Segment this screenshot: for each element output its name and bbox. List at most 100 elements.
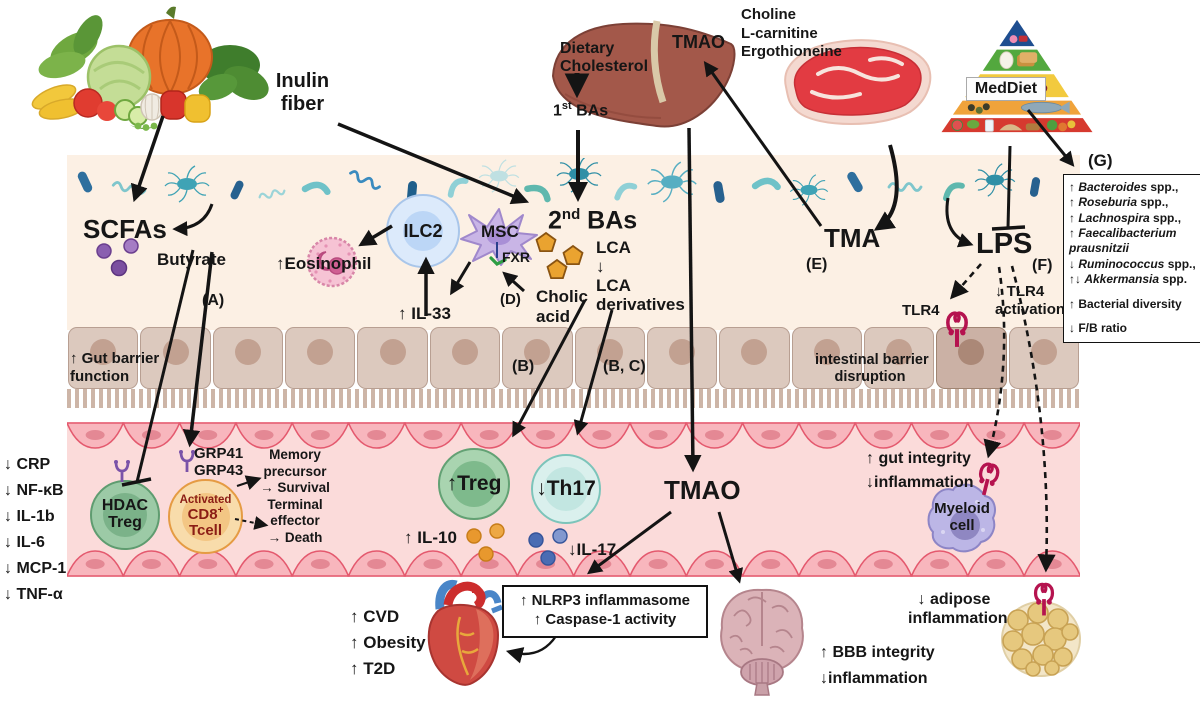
bacterium-icon: [789, 174, 829, 206]
vegetables-icon: [31, 6, 269, 131]
label-b: (B): [512, 358, 535, 375]
bacterium-icon: [751, 177, 781, 191]
gut-integrity-label: ↑ gut integrity: [866, 450, 971, 467]
label-d: (D): [500, 291, 521, 308]
grp-receptor-icon: [114, 460, 130, 482]
primary-bas-label: 1st BAs: [553, 100, 609, 120]
lps-label: LPS: [976, 228, 1033, 260]
il10-label: ↑ IL-10: [404, 528, 457, 547]
bile-acid-pentagons-icon: [535, 231, 584, 280]
butyrate-label: Butyrate: [157, 250, 226, 269]
heart-outcomes-list: ↑ CVD↑ Obesity↑ T2D: [350, 607, 426, 678]
bacterium-icon: [349, 170, 381, 190]
epithelial-cell: [357, 327, 428, 389]
msc-cell-icon: [460, 208, 538, 266]
endothelium-bottom-row-icon: [67, 550, 1080, 577]
label-a: (A): [202, 292, 225, 309]
epithelial-cell: [502, 327, 573, 389]
heart-icon: [427, 579, 503, 686]
il33-label: ↑ IL-33: [398, 304, 451, 323]
bacterium-icon: [847, 171, 863, 193]
bacterium-icon: [258, 189, 286, 199]
blood-tmao-label: TMAO: [664, 475, 741, 505]
epithelial-cell: [285, 327, 356, 389]
bacterium-icon: [230, 180, 244, 200]
hdac-label-line2: Treg: [108, 514, 142, 531]
tlr4-receptor-icon: [979, 462, 1000, 496]
tlr4-label: TLR4: [902, 302, 940, 319]
bacterium-icon: [887, 182, 923, 192]
microbiome-changes-box: ↑ Bacteroides spp., ↑ Roseburia spp., ↑ …: [1063, 174, 1200, 344]
brush-border: [67, 389, 1080, 408]
bacterium-icon: [614, 182, 638, 201]
tlr4-receptor-icon: [946, 311, 968, 347]
msc-label: MSC: [481, 222, 519, 241]
eosinophil-icon: [306, 236, 358, 288]
hdac-label-line1: HDAC: [101, 497, 149, 515]
bacterium-icon: [164, 165, 210, 203]
cd8-label-line3: Tcell: [188, 522, 223, 540]
bacterium-icon: [77, 171, 93, 193]
il17-label: ↓IL-17: [568, 540, 617, 559]
tma-label: TMA: [824, 223, 881, 253]
epithelium-cell-row: [67, 327, 1080, 389]
bbb-integrity-label: ↑ BBB integrity: [820, 644, 935, 661]
meddiet-label-box: MedDiet: [966, 77, 1046, 101]
epithelial-cell: [429, 327, 501, 389]
vessel-inflammation-label: ↓inflammation: [866, 474, 974, 491]
il17-dots-icon: [528, 528, 568, 566]
th17-cell: ↓Th17: [531, 454, 601, 524]
eosinophil-label: ↑Eosinophil: [276, 254, 372, 273]
scfa-dots-icon: [96, 238, 139, 277]
bacterium-icon: [974, 163, 1016, 197]
hdac-treg-cell: HDAC Treg: [90, 480, 160, 550]
grp-receptor-icon: [179, 450, 195, 472]
gut-bacteria-icons: [77, 158, 1041, 206]
epithelial-cell: [719, 327, 790, 389]
bacterium-icon: [447, 177, 469, 198]
label-e: (E): [806, 256, 828, 273]
bacterium-icon: [713, 181, 725, 203]
adipose-tissue-icon: [1001, 601, 1081, 677]
treg-cell: ↑Treg: [438, 448, 510, 520]
fxr-label: FXR: [502, 249, 530, 265]
th17-label: ↓Th17: [536, 476, 596, 500]
label-f: (F): [1032, 257, 1053, 274]
red-meat-icon: [784, 39, 932, 125]
inflammation-markers-list: ↓ CRP↓ NF-κB↓ IL-1b ↓ IL-6↓ MCP-1↓ TNF-α: [4, 456, 67, 603]
bacterium-icon: [524, 184, 551, 203]
tlr4-receptor-icon: [1033, 582, 1055, 616]
bacterium-icon: [301, 181, 331, 196]
epithelial-cell: [863, 327, 935, 389]
bacterium-icon: [647, 161, 697, 203]
bacterium-icon: [1029, 177, 1041, 197]
scfas-label: SCFAs: [83, 214, 167, 244]
treg-label: ↑Treg: [446, 471, 502, 495]
epithelial-cell-damaged: [936, 327, 1007, 389]
label-bc: (B, C): [603, 358, 646, 375]
bacterium-icon: [478, 159, 520, 193]
brain-icon: [720, 588, 804, 696]
cd8-label-line1: Activated: [179, 494, 232, 507]
epithelial-cell: [791, 327, 862, 389]
epithelial-cell: [574, 327, 645, 389]
cd8-tcell: Activated CD8+ Tcell: [168, 479, 243, 554]
ilc2-cell: ILC2: [386, 194, 460, 268]
il10-dots-icon: [466, 523, 505, 562]
secondary-bas-label: 2nd BAs: [548, 206, 638, 235]
ilc2-label: ILC2: [403, 220, 443, 241]
liver-tmao-label: TMAO: [672, 32, 725, 52]
fxr-receptor-icon: [489, 242, 507, 266]
